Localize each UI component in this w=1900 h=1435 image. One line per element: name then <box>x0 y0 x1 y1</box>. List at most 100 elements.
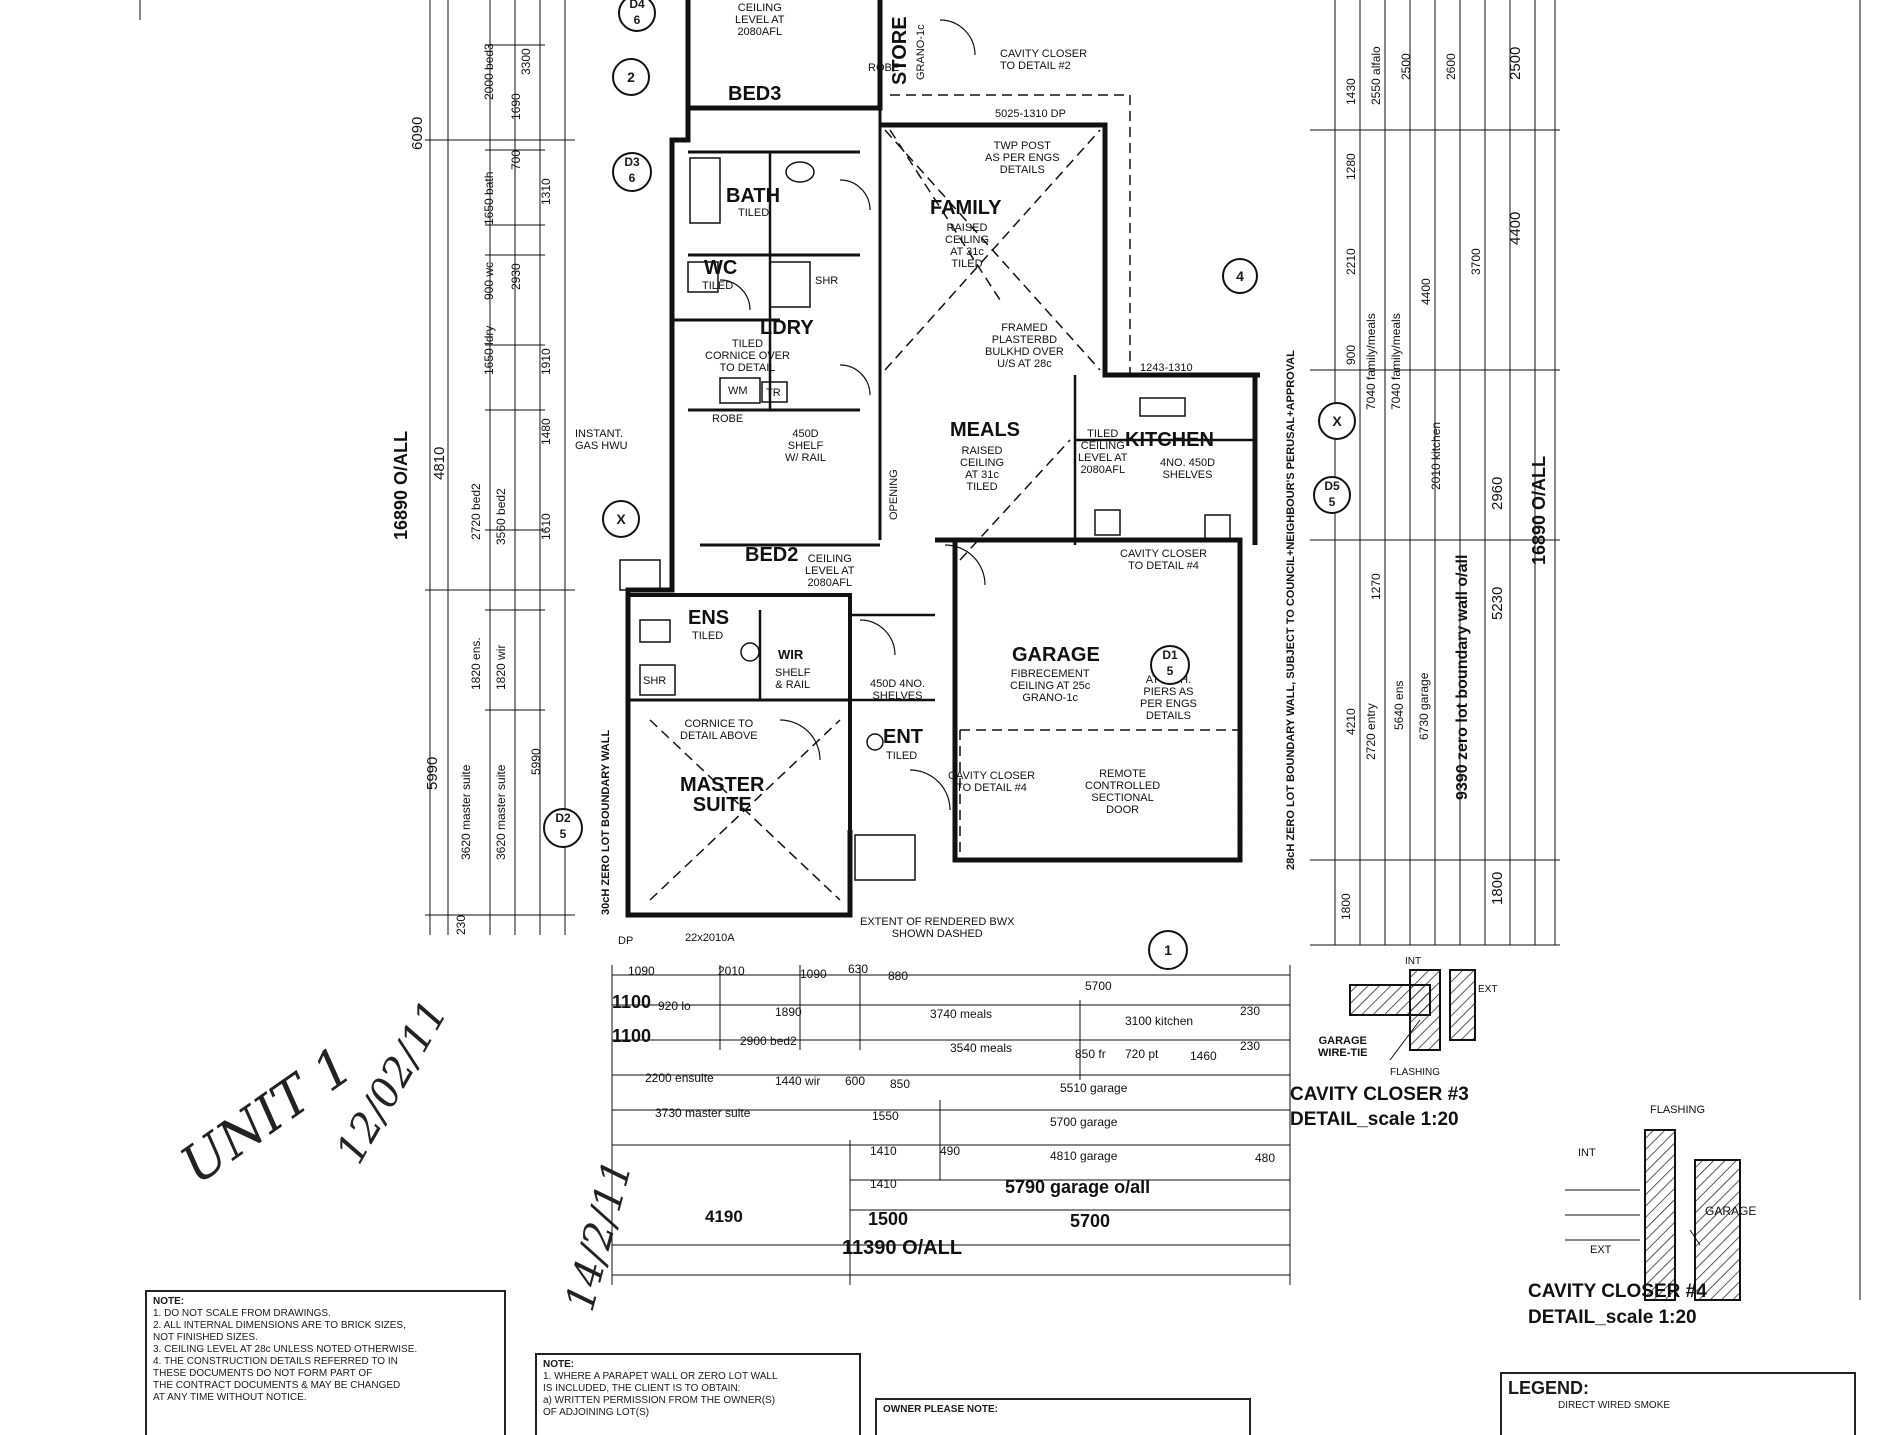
section-marker-x-left: X <box>602 500 640 538</box>
dim-right-v1280: 1280 <box>1344 153 1358 180</box>
c3-ext: EXT <box>1478 984 1498 995</box>
dim-bottom-r4-3: 850 <box>890 1077 911 1091</box>
dim-bottom-r3-1: 2900 bed2 <box>740 1034 797 1048</box>
section-marker-d4: D4 6 <box>618 0 656 32</box>
general-note-4: 3. CEILING LEVEL AT 28c UNLESS NOTED OTH… <box>153 1344 418 1355</box>
dim-right-overall: 16890 O/ALL <box>1529 455 1549 565</box>
c3-int: INT <box>1405 956 1422 967</box>
dim-bottom-r2-5: 230 <box>1240 1004 1261 1018</box>
dim-bottom-r1-5: 5700 <box>1085 979 1112 993</box>
legend-item-smoke: DIRECT WIRED SMOKE <box>1558 1399 1671 1411</box>
dim-left-1480: 1480 <box>539 418 553 445</box>
note-rendered-brx: EXTENT OF RENDERED BWX SHOWN DASHED <box>860 916 1015 941</box>
dim-left-1910: 1910 <box>539 348 553 375</box>
dim-right-2500: 2500 <box>1507 46 1524 80</box>
note-instant-gas: INSTANT. GAS HWU <box>575 428 628 453</box>
general-note-6: THESE DOCUMENTS DO NOT FORM PART OF <box>153 1368 373 1379</box>
dim-right-entry: 2720 entry <box>1364 703 1378 760</box>
dim-right-garage: 6730 garage <box>1417 672 1431 740</box>
section-marker-1: 1 <box>1148 930 1188 970</box>
dim-right-v900: 900 <box>1344 344 1358 365</box>
dim-left-bath: 1650 bath <box>482 171 496 225</box>
room-ent-label: ENT <box>883 726 923 748</box>
c4-int: INT <box>1578 1147 1596 1159</box>
dim-left-700: 700 <box>509 149 523 170</box>
dim-right-5230: 5230 <box>1489 586 1506 620</box>
label-wm: WM <box>728 385 748 397</box>
parapet-notes-box: NOTE: 1. WHERE A PARAPET WALL OR ZERO LO… <box>535 1353 861 1435</box>
dim-bottom-r3-2: 3540 meals <box>950 1041 1013 1055</box>
note-cavity-closer-kitchen: CAVITY CLOSER TO DETAIL #4 <box>1120 548 1208 573</box>
dim-right-v1430: 1430 <box>1344 78 1358 105</box>
label-shr-2: SHR <box>643 675 667 687</box>
room-garage-label: GARAGE <box>1012 644 1100 666</box>
room-ldry-label: LDRY <box>760 317 814 339</box>
wall-bed2-south <box>628 593 852 830</box>
dim-left-6090: 6090 <box>409 116 426 150</box>
note-framed-bulkhead: FRAMED PLASTERBD BULKHD OVER U/S AT 28c <box>985 322 1064 371</box>
room-wc-label: WC <box>704 257 738 279</box>
dim-right-ens: 5640 ens <box>1392 680 1406 730</box>
c3-garage: GARAGE WIRE-TIE <box>1318 1035 1368 1060</box>
dim-bottom-r8-2: 5700 <box>1070 1211 1111 1231</box>
room-bed3-label: BED3 <box>728 83 782 105</box>
note-cavity-closer-2: CAVITY CLOSER TO DETAIL #2 <box>1000 48 1088 73</box>
wall-family-north <box>880 122 1260 378</box>
c3-flashing: FLASHING <box>1390 1067 1441 1078</box>
dim-bottom-r2-2: 1890 <box>775 1005 802 1019</box>
dim-right-4400: 4400 <box>1507 211 1524 245</box>
dim-bottom-r5-2: 5700 garage <box>1050 1115 1118 1129</box>
label-shr: SHR <box>815 275 839 287</box>
cavity-closer-4-detail <box>1565 1129 1741 1301</box>
general-note-2: 2. ALL INTERNAL DIMENSIONS ARE TO BRICK … <box>153 1320 406 1331</box>
section-marker-4: 4 <box>1222 258 1258 294</box>
note-zero-lot-right: 28cH ZERO LOT BOUNDARY WALL, SUBJECT TO … <box>1285 350 1297 870</box>
room-family-sub: RAISED CEILING AT 31c TILED <box>945 222 990 271</box>
dim-bottom-r6-0: 1410 <box>870 1144 897 1158</box>
dim-right-kitchen: 2010 kitchen <box>1429 421 1443 490</box>
dim-bottom-r1-2: 1090 <box>800 967 827 981</box>
dim-right-v2500: 2500 <box>1399 53 1413 80</box>
dim-bottom-r4-0: 2200 ensuite <box>645 1071 714 1085</box>
dim-left-1610: 1610 <box>539 513 553 540</box>
dim-left-1690: 1690 <box>509 93 523 120</box>
dim-left-bed2b: 3560 bed2 <box>494 488 508 545</box>
c4-garage: GARAGE <box>1705 1204 1757 1218</box>
dim-right-v4210: 4210 <box>1344 708 1358 735</box>
parapet-note-1: 1. WHERE A PARAPET WALL OR ZERO LOT WALL <box>543 1371 778 1382</box>
room-kitchen-label: KITCHEN <box>1125 429 1214 451</box>
dim-bottom-overall: 11390 O/ALL <box>842 1237 963 1259</box>
dim-left-overall: 16890 O/ALL <box>391 430 411 540</box>
room-ldry-sub: TILED CORNICE OVER TO DETAIL <box>705 338 790 375</box>
section-marker-d1: D1 5 <box>1150 645 1190 685</box>
room-bath-sub: TILED <box>738 207 770 219</box>
note-kitchen-shelves: 4NO. 450D SHELVES <box>1160 457 1216 482</box>
dim-right-1800: 1800 <box>1489 871 1506 905</box>
room-bed2-label: BED2 <box>745 544 799 566</box>
dim-bottom-r2-1: 920 lo <box>658 999 691 1013</box>
dim-bottom-r2-0: 1100 <box>612 992 652 1012</box>
room-master-label: MASTER SUITE <box>680 774 765 816</box>
room-ent-sub: TILED <box>886 750 918 762</box>
dim-left-4810: 4810 <box>431 446 448 480</box>
general-note-1: 1. DO NOT SCALE FROM DRAWINGS. <box>153 1308 331 1319</box>
parapet-note-2: IS INCLUDED, THE CLIENT IS TO OBTAIN: <box>543 1383 741 1394</box>
dim-bottom-r7-0: 1410 <box>870 1177 897 1191</box>
note-cavity-closer-garage: CAVITY CLOSER TO DETAIL #4 <box>948 770 1036 795</box>
section-marker-d5: D5 5 <box>1313 476 1351 514</box>
room-bath-label: BATH <box>726 185 781 207</box>
label-window-kitchen: 1243-1310 <box>1140 362 1193 374</box>
dim-left-3300: 3300 <box>519 48 533 75</box>
dim-bottom-r7-1: 5790 garage o/all <box>1005 1177 1151 1197</box>
dim-right-v1270: 1270 <box>1369 573 1383 600</box>
c4-flashing: FLASHING <box>1650 1104 1706 1116</box>
room-store-label: STORE <box>889 16 911 85</box>
dim-bottom-r1-1: 2010 <box>718 964 745 978</box>
dim-bottom-r6-1: 490 <box>940 1144 961 1158</box>
room-family-label: FAMILY <box>930 197 1002 219</box>
c3-scale: DETAIL_scale 1:20 <box>1290 1109 1459 1130</box>
dim-left-2930: 2930 <box>509 263 523 290</box>
room-kitchen-sub: TILED CEILING LEVEL AT 2080AFL <box>1078 428 1128 477</box>
dim-bottom-r4-2: 600 <box>845 1074 866 1088</box>
